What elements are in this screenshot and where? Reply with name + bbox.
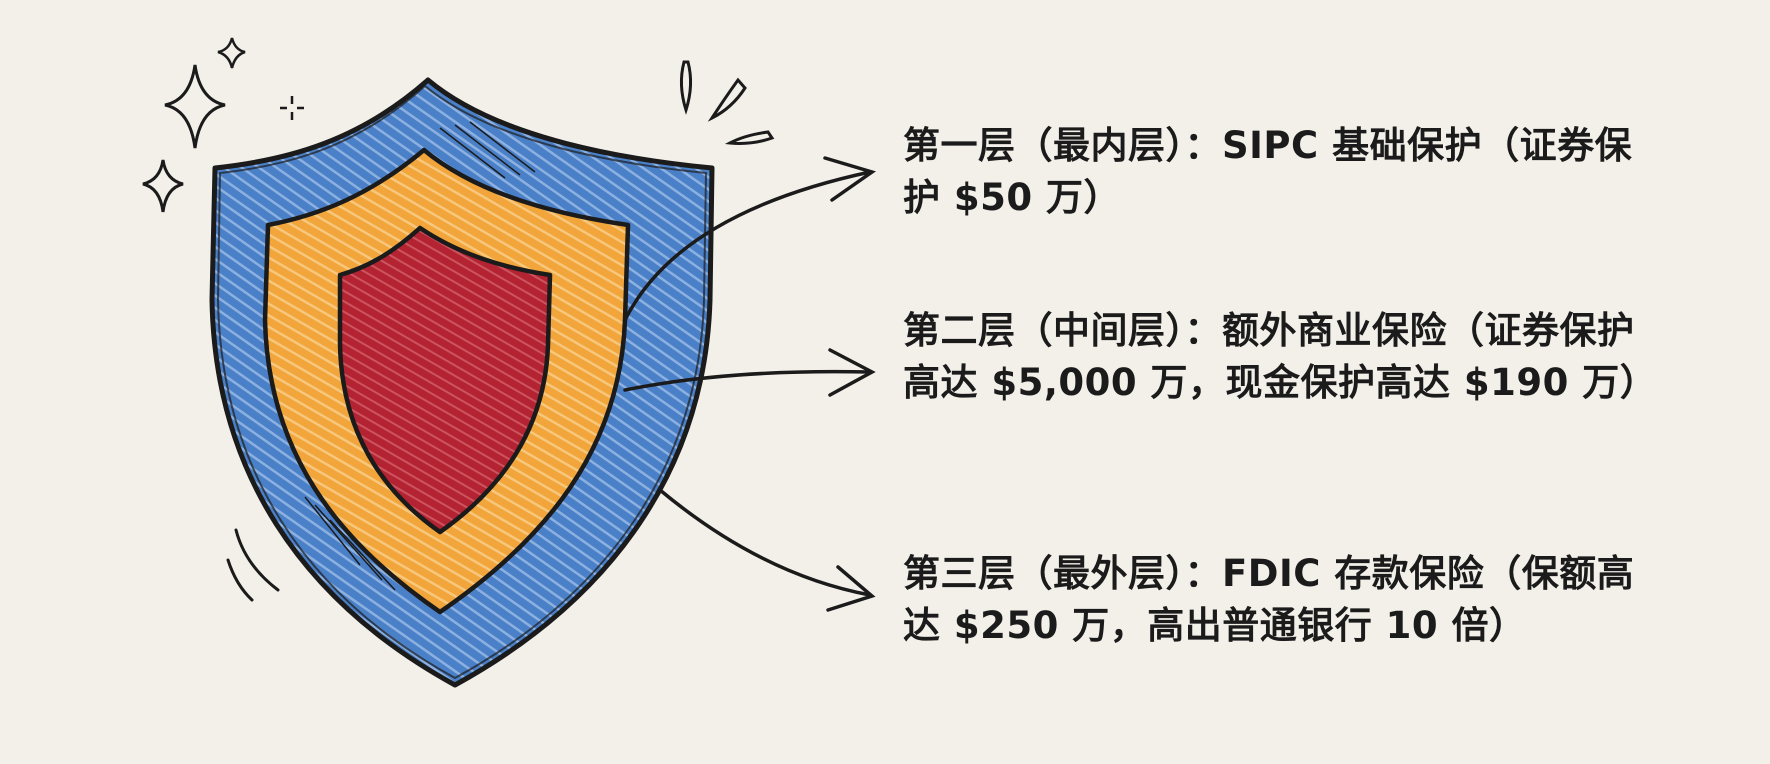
- arrow-to-layer-2: [623, 348, 876, 397]
- arrow-to-layer-3: [658, 488, 876, 612]
- hatch-accents: [304, 121, 536, 591]
- inner-layer-shield: [337, 225, 553, 535]
- sparkle-icon: [280, 96, 304, 120]
- arrow-to-layer-1: [623, 156, 876, 322]
- layer-1-label: 第一层（最内层）：SIPC 基础保护（证券保护 $50 万）: [903, 124, 1633, 219]
- shine-marks-icon: [679, 60, 775, 145]
- sparkle-icon: [164, 64, 226, 149]
- layer-3-label: 第三层（最外层）：FDIC 存款保险（保额高达 $250 万，高出普通银行 10…: [903, 552, 1635, 647]
- layer-2-label: 第二层（中间层）：额外商业保险（证券保护高达 $5,000 万，现金保护高达 $…: [903, 309, 1658, 404]
- motion-lines-icon: [226, 528, 280, 602]
- sparkle-icon: [142, 159, 184, 213]
- sparkle-icon: [217, 37, 246, 69]
